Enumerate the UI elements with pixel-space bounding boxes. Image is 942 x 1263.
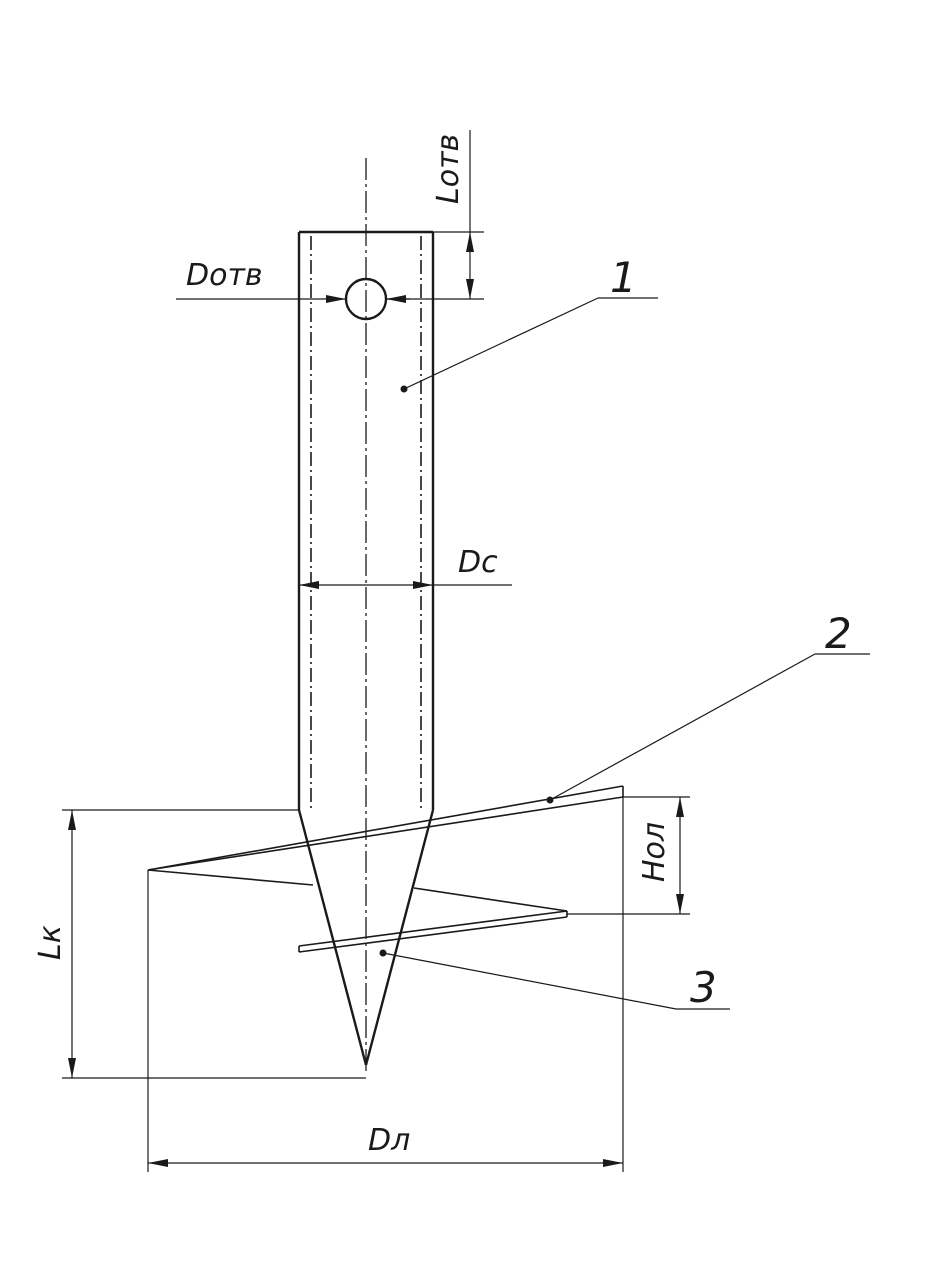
callout-2: 2 bbox=[546, 609, 870, 804]
label-hole-diameter: Dотв bbox=[186, 258, 263, 293]
callout-3: 3 bbox=[379, 949, 730, 1012]
dim-cone-length-arrow-bottom bbox=[68, 1058, 76, 1078]
dim-shaft-diameter-arrow-left bbox=[299, 581, 319, 589]
label-callout-2: 2 bbox=[825, 609, 852, 658]
dim-hole-diameter-arrow-right bbox=[386, 295, 406, 303]
callout-1-leader bbox=[403, 297, 599, 390]
blade-right-top bbox=[413, 887, 568, 912]
dim-blade-diameter-arrow-left bbox=[148, 1159, 168, 1167]
dim-cone-length-arrow-top bbox=[68, 810, 76, 830]
callout-1: 1 bbox=[400, 253, 658, 393]
label-callout-1: 1 bbox=[610, 253, 637, 302]
dim-hole-length-arrow-top bbox=[466, 232, 474, 252]
dim-hole-length-arrow-bottom bbox=[466, 279, 474, 299]
label-cone-length: Lк bbox=[33, 925, 68, 960]
dim-hole-length: Lотв bbox=[386, 130, 484, 300]
dim-shaft-diameter-arrow-right bbox=[413, 581, 433, 589]
blade-lower-bottom bbox=[298, 916, 568, 953]
cone-left-edge bbox=[297, 809, 368, 1066]
dim-blade-diameter-arrow-right bbox=[603, 1159, 623, 1167]
dim-blade-pitch-arrow-top bbox=[676, 797, 684, 817]
dim-shaft-diameter: Dс bbox=[299, 545, 512, 589]
blade-lower-top bbox=[298, 910, 568, 947]
dim-cone-length: Lк bbox=[33, 809, 366, 1079]
label-blade-diameter: Dл bbox=[368, 1123, 410, 1158]
blade-upper-top bbox=[147, 785, 624, 871]
label-shaft-diameter: Dс bbox=[458, 545, 498, 580]
dim-blade-diameter: Dл bbox=[147, 797, 624, 1172]
callout-2-leader bbox=[549, 653, 816, 801]
dim-blade-pitch: Нол bbox=[567, 796, 690, 915]
dim-blade-pitch-arrow-bottom bbox=[676, 894, 684, 914]
dim-hole-diameter: Dотв bbox=[176, 258, 410, 303]
blade-left-underside bbox=[147, 869, 314, 886]
cone-tip bbox=[297, 809, 435, 1066]
label-hole-length: Lотв bbox=[431, 134, 466, 204]
blade-upper-bottom bbox=[147, 796, 624, 871]
dim-hole-diameter-arrow-left bbox=[326, 295, 346, 303]
label-blade-pitch: Нол bbox=[637, 822, 672, 882]
callout-3-leader bbox=[382, 952, 677, 1010]
label-callout-3: 3 bbox=[690, 963, 717, 1012]
cone-right-edge bbox=[364, 809, 435, 1066]
helical-blade bbox=[147, 785, 624, 953]
